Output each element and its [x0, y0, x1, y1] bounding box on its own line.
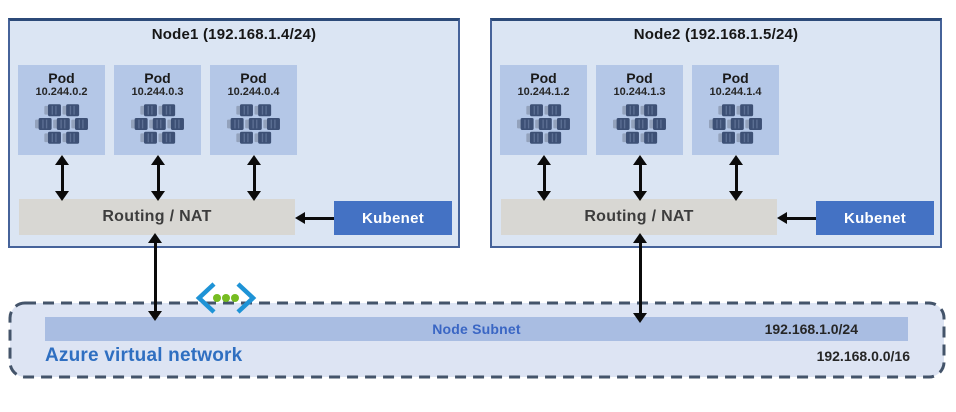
azure-vnet-icon — [195, 282, 257, 314]
pod2-routing-arrow — [151, 155, 165, 201]
pod-containers-icon — [613, 104, 667, 144]
node2-pod3-box: Pod 10.244.1.4 — [692, 65, 779, 155]
node2-pod2-box: Pod 10.244.1.3 — [596, 65, 683, 155]
pod-containers-icon — [131, 104, 185, 144]
node1-pod2-box: Pod 10.244.0.3 — [114, 65, 201, 155]
kubenet-box: Kubenet — [816, 201, 934, 235]
kubenet-to-routing-arrow — [295, 212, 334, 224]
node1-title: Node1 (192.168.1.4/24) — [151, 26, 317, 43]
pod3-routing-arrow — [247, 155, 261, 201]
pod-ip: 10.244.0.2 — [35, 86, 88, 98]
azure-vnet-label: Azure virtual network — [45, 345, 243, 366]
kubenet-to-routing-arrow — [777, 212, 816, 224]
pod-containers-icon — [709, 104, 763, 144]
node1-box: Node1 (192.168.1.4/24) Pod 10.244.0.2 Po… — [8, 18, 460, 248]
pod3-routing-arrow — [729, 155, 743, 201]
node2-title: Node2 (192.168.1.5/24) — [633, 26, 799, 43]
pod-label: Pod — [240, 70, 267, 86]
pod-ip: 10.244.1.4 — [709, 86, 762, 98]
node2-pod1-box: Pod 10.244.1.2 — [500, 65, 587, 155]
pod-label: Pod — [48, 70, 75, 86]
node2-box: Node2 (192.168.1.5/24) Pod 10.244.1.2 Po… — [490, 18, 942, 248]
pod-ip: 10.244.0.3 — [131, 86, 184, 98]
pod-label: Pod — [626, 70, 653, 86]
routing-nat-box: Routing / NAT — [501, 199, 777, 235]
pod-label: Pod — [530, 70, 557, 86]
vnet-cidr: 192.168.0.0/16 — [816, 348, 910, 364]
node1-pod3-box: Pod 10.244.0.4 — [210, 65, 297, 155]
pod2-routing-arrow — [633, 155, 647, 201]
kubenet-box: Kubenet — [334, 201, 452, 235]
pod-ip: 10.244.1.3 — [613, 86, 666, 98]
pod-containers-icon — [35, 104, 89, 144]
node2-subnet-arrow — [633, 233, 647, 323]
node-subnet-cidr: 192.168.1.0/24 — [764, 321, 858, 337]
pod-label: Pod — [144, 70, 171, 86]
pod1-routing-arrow — [537, 155, 551, 201]
pod-containers-icon — [517, 104, 571, 144]
pod-label: Pod — [722, 70, 749, 86]
azure-virtual-network-box: Node Subnet 192.168.1.0/24 Azure virtual… — [8, 301, 946, 379]
routing-nat-box: Routing / NAT — [19, 199, 295, 235]
pod-ip: 10.244.1.2 — [517, 86, 570, 98]
node-subnet-bar: Node Subnet 192.168.1.0/24 — [45, 317, 908, 341]
pod1-routing-arrow — [55, 155, 69, 201]
node-subnet-label: Node Subnet — [432, 321, 521, 337]
pod-ip: 10.244.0.4 — [227, 86, 280, 98]
node1-pod1-box: Pod 10.244.0.2 — [18, 65, 105, 155]
node1-subnet-arrow — [148, 233, 162, 321]
pod-containers-icon — [227, 104, 281, 144]
